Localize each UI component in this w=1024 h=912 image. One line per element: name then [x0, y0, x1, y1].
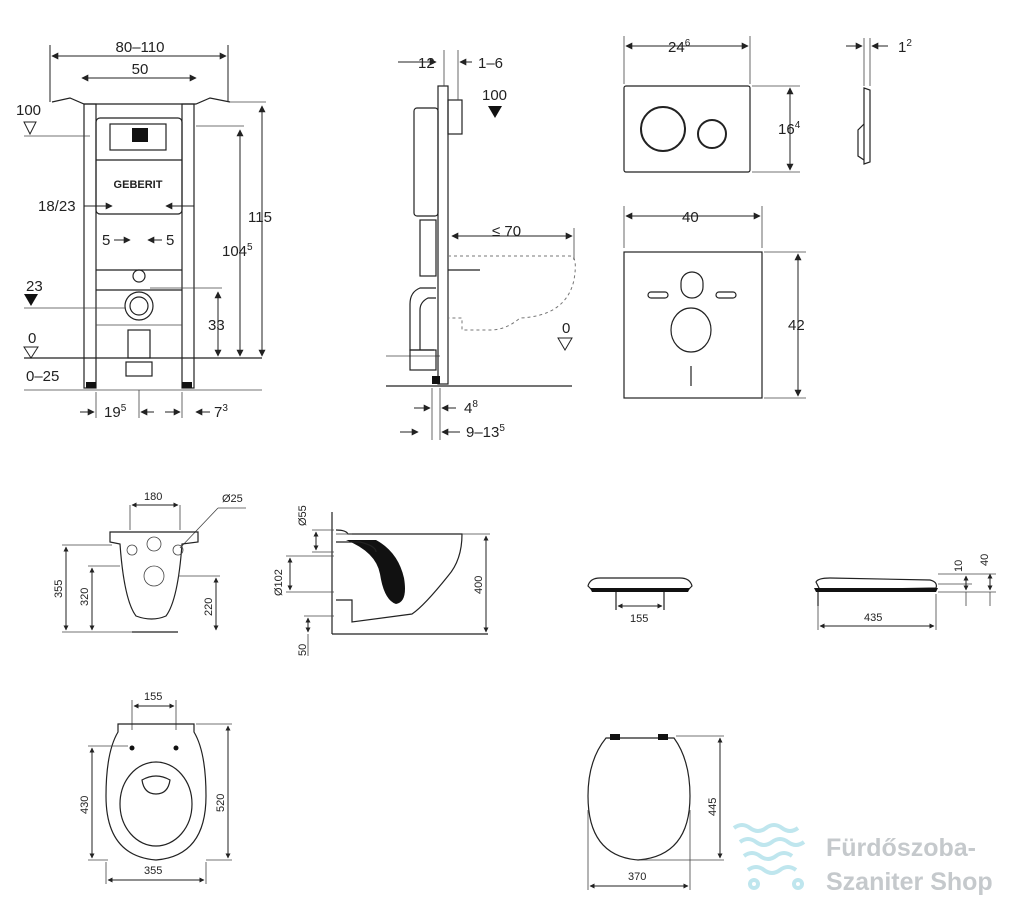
offset-left-label: 5: [102, 232, 110, 249]
plate-width-label: 246: [668, 38, 691, 56]
floor-range-label: 0–25: [26, 368, 59, 385]
drain-height-label: 23: [26, 278, 43, 295]
side-foot-depth-label: 48: [464, 399, 478, 417]
faucet-logo-icon: [732, 823, 806, 890]
frame-width-range-label: 80–110: [116, 39, 165, 56]
side-supply-height-label: 100: [482, 87, 507, 104]
plate-height-label: 164: [778, 120, 801, 138]
brand-logo-text: GEBERIT: [114, 179, 163, 191]
bowl-height-total-label: 355: [53, 580, 65, 598]
seat-front-view: 155: [587, 577, 693, 625]
bowl-side-view: Ø55 Ø102 400 50: [273, 505, 490, 656]
bowl-outlet-dia-label: Ø102: [273, 569, 285, 596]
seat-hinge-spacing-label: 155: [630, 613, 648, 625]
seat-thick-a-label: 10: [953, 560, 965, 572]
bowl-side-bottom-label: 50: [297, 644, 309, 656]
bowl-bolt-spacing-label: 180: [144, 491, 162, 503]
bowl-top-bolt-label: 155: [144, 691, 162, 703]
frame-front-view: 80–110 50 GEBERIT 18/23 5 5 100: [16, 39, 272, 421]
offset-right-label: 5: [166, 232, 174, 249]
flange-spacing-label: 18/23: [38, 198, 76, 215]
side-depth-range-label: 9–135: [466, 423, 505, 441]
plate-thickness-label: 12: [898, 38, 912, 56]
height-total-label: 115: [248, 209, 272, 226]
frame-width-label: 50: [132, 61, 149, 78]
foot-left-label: 195: [104, 403, 127, 421]
side-floor-level-label: 0: [562, 320, 570, 337]
bowl-top-dia-label: Ø55: [297, 505, 309, 526]
bowl-height-low-label: 220: [203, 598, 215, 616]
height-inner-label: 1045: [222, 242, 253, 260]
bowl-top-view: 155 430 520 355: [79, 691, 232, 884]
seat-thick-b-label: 40: [979, 554, 991, 566]
side-depth-top-label: 12: [418, 55, 435, 72]
side-projection-label: ≤ 70: [492, 223, 521, 240]
pad-height-label: 42: [788, 317, 805, 334]
bowl-hole-diameter-label: Ø25: [222, 493, 243, 505]
floor-level-label: 0: [28, 330, 36, 347]
bowl-top-depth-inner-label: 430: [79, 796, 91, 814]
foot-right-label: 73: [214, 403, 228, 421]
bowl-top-width-label: 355: [144, 865, 162, 877]
flush-plate-view: 246 164 12: [623, 36, 912, 173]
seat-length-label: 435: [864, 612, 882, 624]
seat-top-width-label: 370: [628, 871, 646, 883]
supply-height-label: 100: [16, 102, 41, 119]
seat-side-view: 435 10 40: [814, 554, 996, 630]
seat-top-length-label: 445: [707, 798, 719, 816]
bowl-top-depth-total-label: 520: [215, 794, 227, 812]
bowl-front-view: 180 Ø25 355 320 220: [53, 491, 246, 633]
frame-side-view: 12 1–6 100 ≤ 70 0 48 9–135: [386, 50, 576, 441]
watermark-line1: Fürdőszoba-: [826, 834, 976, 862]
drain-offset-label: 33: [208, 317, 225, 334]
pad-width-label: 40: [682, 209, 699, 226]
shop-watermark: Fürdőszoba- Szaniter Shop: [732, 823, 993, 896]
watermark-line2: Szaniter Shop: [826, 868, 993, 896]
seat-top-view: 445 370: [587, 734, 724, 890]
bowl-height-outlet-label: 320: [79, 588, 91, 606]
side-wall-gap-label: 1–6: [478, 55, 503, 72]
sound-pad-view: 40 42: [623, 206, 806, 399]
bowl-side-height-label: 400: [473, 576, 485, 594]
